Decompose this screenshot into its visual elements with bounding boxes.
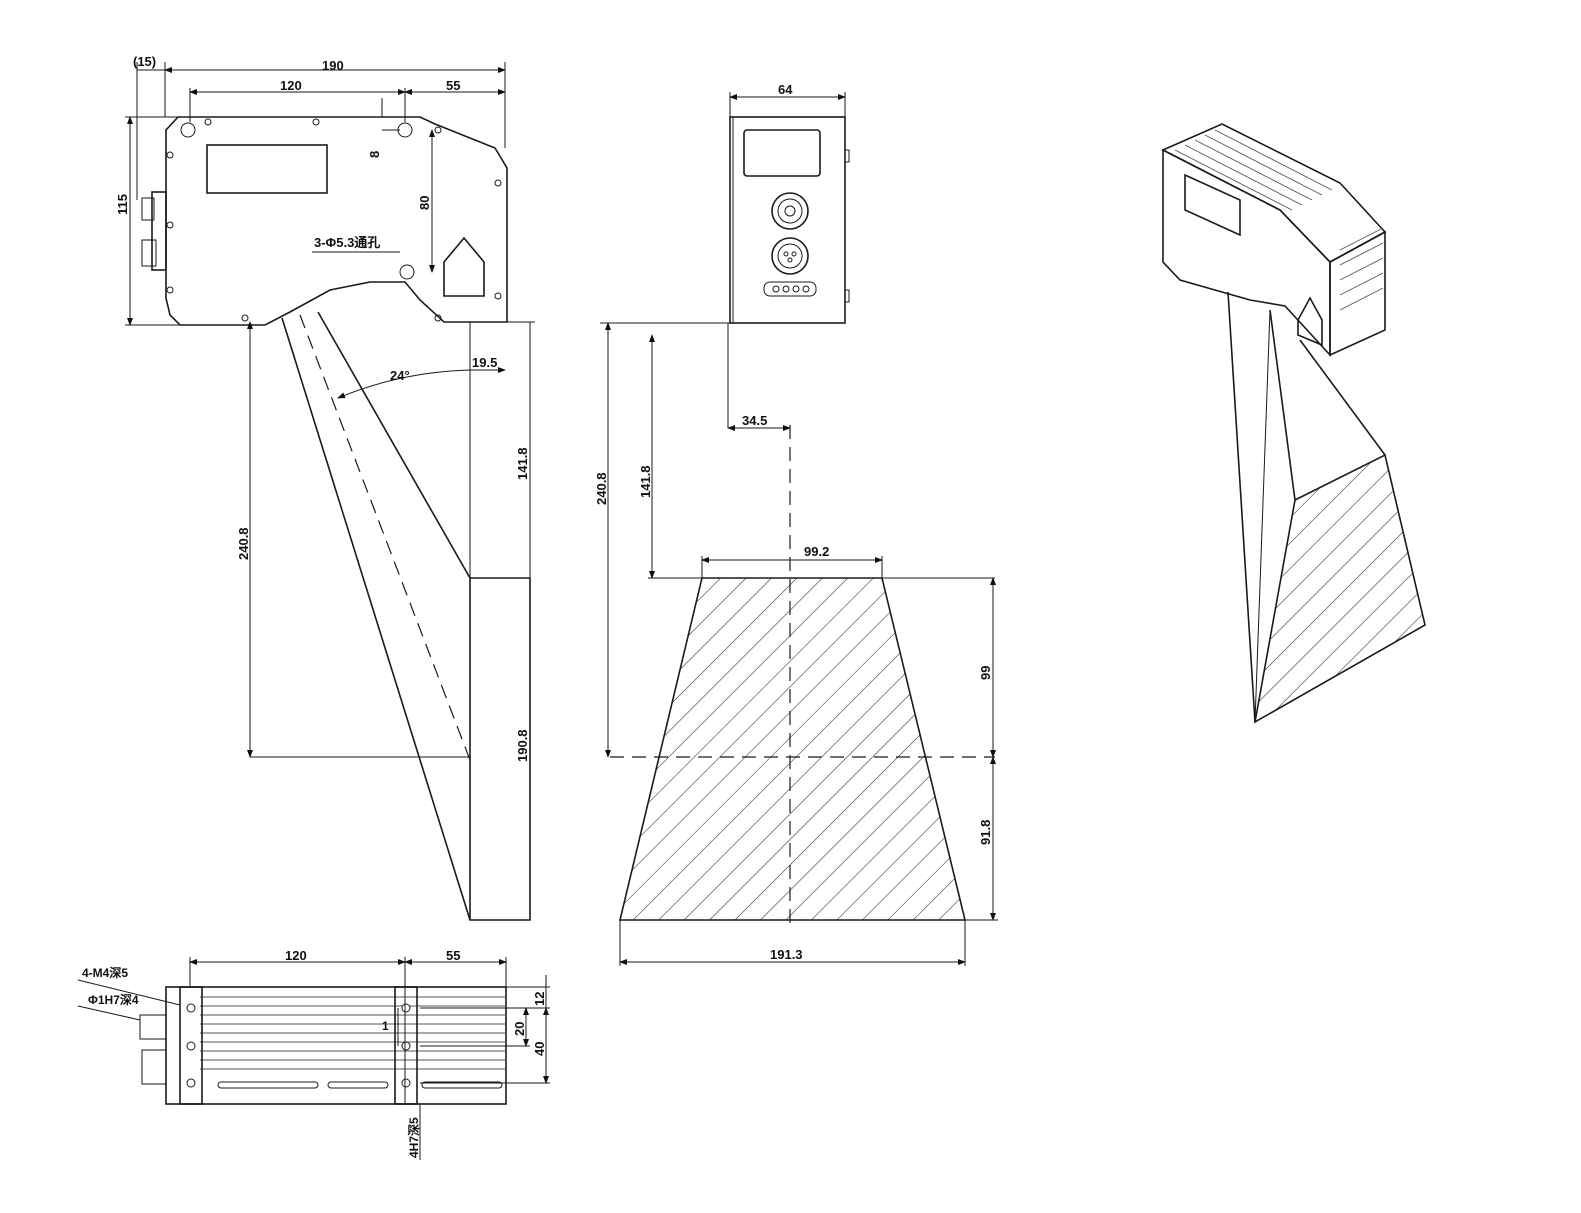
dim-99: 99: [978, 666, 993, 680]
front-beam-field: [618, 577, 967, 921]
side-housing-outline: [165, 116, 508, 326]
side-dimension-lines: [125, 62, 535, 758]
bottom-connector-1: [139, 1014, 167, 1040]
side-screws: [166, 118, 502, 322]
hole-note: 3-Φ5.3通孔: [314, 235, 380, 250]
front-connector-m12: [771, 237, 809, 275]
dim-55-bottom: 55: [446, 948, 460, 963]
dim-91-8: 91.8: [978, 820, 993, 845]
iso-housing-top: [1161, 123, 1387, 263]
side-connector-1: [141, 197, 155, 221]
note-4-m4: 4-M4深5: [82, 965, 128, 980]
iso-housing-side: [1329, 230, 1386, 357]
bottom-connector-2: [141, 1049, 167, 1085]
side-mount-hole-1: [180, 122, 196, 138]
dim-20: 20: [512, 1022, 527, 1036]
angle-24: 24°: [390, 368, 410, 383]
side-mount-hole-3: [399, 264, 415, 280]
dim-141-8-side: 141.8: [515, 447, 530, 480]
side-beam-center: [299, 314, 471, 761]
dim-40: 40: [532, 1042, 547, 1056]
isometric-view: [1161, 123, 1426, 724]
side-window: [206, 144, 328, 194]
side-view: (15) 190 120 55 115 8 80 3-Φ5.3通孔 19.5 2…: [115, 54, 535, 921]
iso-logo: [1297, 296, 1323, 347]
dim-99-2: 99.2: [804, 544, 829, 559]
iso-beam-field: [1253, 453, 1426, 724]
front-connector-round: [771, 192, 809, 230]
iso-beam-outline: [1227, 291, 1386, 723]
dim-1: 1: [382, 1019, 389, 1033]
dim-64: 64: [778, 82, 793, 97]
bottom-slot-3: [421, 1081, 503, 1089]
dim-120-bottom: 120: [285, 948, 307, 963]
bottom-holes: [186, 1003, 411, 1088]
front-dimension-lines: [600, 92, 998, 966]
dim-191-3: 191.3: [770, 947, 803, 962]
dim-34-5: 34.5: [742, 413, 767, 428]
dim-190: 190: [322, 58, 344, 73]
dim-240-8-front: 240.8: [594, 472, 609, 505]
dim-19-5: 19.5: [472, 355, 497, 370]
dim-240-8-side: 240.8: [236, 527, 251, 560]
side-mount-hole-2: [397, 122, 413, 138]
front-housing: [729, 116, 846, 324]
side-connector-block: [151, 191, 167, 271]
bottom-bracket-right: [394, 986, 418, 1105]
dim-80: 80: [417, 196, 432, 210]
dim-141-8-front: 141.8: [638, 465, 653, 498]
dim-120: 120: [280, 78, 302, 93]
bottom-bracket-left: [179, 986, 203, 1105]
side-angle-arc: [337, 369, 471, 399]
side-warning-logo: [443, 236, 485, 297]
side-beam-left-edge: [281, 317, 471, 921]
front-status-leds: [763, 281, 817, 297]
front-view: 64 34.5 240.8 141.8 99.2 99 91.8 191.3: [594, 82, 998, 966]
side-connector-2: [141, 239, 157, 267]
side-field-rect: [469, 577, 531, 921]
bottom-dimension-lines: [77, 957, 550, 1160]
bottom-view: 120 55 4-M4深5 Φ1H7深4 1 12 20 40 4H7深5: [77, 948, 550, 1160]
bottom-slot-2: [327, 1081, 389, 1089]
dim-12: 12: [532, 992, 547, 1006]
side-beam-right-edge: [317, 311, 471, 579]
iso-fins: [1174, 129, 1384, 311]
front-tab-top: [844, 149, 850, 163]
iso-window: [1184, 173, 1241, 237]
front-window: [743, 129, 821, 177]
note-1h7: Φ1H7深4: [88, 992, 139, 1007]
dim-15: (15): [133, 54, 156, 69]
front-tab-bottom: [844, 289, 850, 303]
bottom-fins: [200, 996, 506, 1070]
note-4h7: 4H7深5: [406, 1117, 421, 1158]
bottom-slot-1: [217, 1081, 319, 1089]
dim-8: 8: [367, 151, 382, 158]
iso-housing-front: [1162, 148, 1331, 358]
dim-55: 55: [446, 78, 460, 93]
dim-115: 115: [115, 194, 130, 215]
dim-190-8: 190.8: [515, 729, 530, 762]
